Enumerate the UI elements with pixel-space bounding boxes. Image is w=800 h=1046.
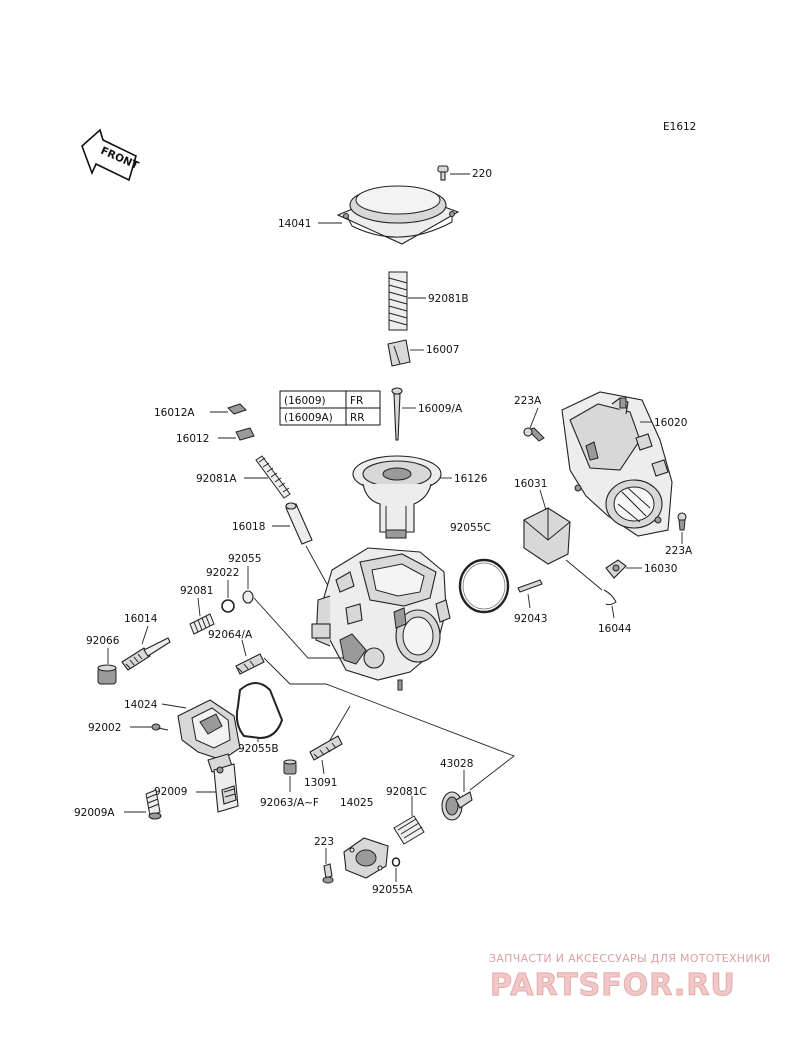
watermark-brand: PARTSFOR.RU <box>490 968 736 1003</box>
label-14041: 14041 <box>278 218 311 230</box>
carburetor-body <box>311 547 451 691</box>
spring-92081B <box>388 271 408 331</box>
label-92009: 92009 <box>154 786 187 798</box>
label-92043: 92043 <box>514 613 547 625</box>
label-92063AF: 92063/A~F <box>260 797 319 809</box>
rod-16018 <box>285 502 313 545</box>
variant-row-part: (16009) <box>284 395 326 407</box>
label-92064A: 92064/A <box>208 629 253 641</box>
label-92055A: 92055A <box>372 884 413 896</box>
label-16044: 16044 <box>598 623 632 635</box>
label-92081: 92081 <box>180 585 213 597</box>
label-13091: 13091 <box>304 777 337 789</box>
spring-92081 <box>189 613 215 635</box>
clip-16044 <box>603 589 617 606</box>
front-arrow-icon: FRONT <box>81 128 141 182</box>
label-16126: 16126 <box>454 473 488 485</box>
label-92055: 92055 <box>228 553 261 565</box>
label-223A-top: 223A <box>514 395 542 407</box>
label-16009A: 16009/A <box>418 403 463 415</box>
label-92009A: 92009A <box>74 807 115 819</box>
label-92055C: 92055C <box>450 522 491 534</box>
spring-92081C <box>393 815 425 845</box>
o-ring-92055C <box>458 558 510 614</box>
washer-92022 <box>221 599 235 613</box>
o-ring-92055 <box>242 590 254 604</box>
watermark: ЗАПЧАСТИ И АКСЕССУАРЫ ДЛЯ МОТОТЕХНИКИ PA… <box>489 952 771 1004</box>
diaphragm-slide-16126 <box>352 455 442 539</box>
pin-92043 <box>517 579 543 593</box>
label-92081B: 92081B <box>428 293 469 305</box>
cap-92066 <box>97 664 117 685</box>
label-223A-bottom: 223A <box>665 545 693 557</box>
variant-row-part: (16009A) <box>284 412 333 424</box>
screw-92002 <box>151 723 169 731</box>
valve-43028 <box>441 791 473 821</box>
variant-table: (16009) FR (16009A) RR <box>279 390 381 426</box>
plug-16012A <box>227 403 247 415</box>
o-ring-92055A <box>391 857 401 867</box>
label-92022: 92022 <box>206 567 239 579</box>
label-223: 223 <box>314 836 334 848</box>
label-92081A: 92081A <box>196 473 237 485</box>
label-92055B: 92055B <box>238 743 279 755</box>
label-16018: 16018 <box>232 521 265 533</box>
screw-13091 <box>309 735 343 761</box>
screw-16014 <box>121 637 171 671</box>
label-16007: 16007 <box>426 344 459 356</box>
screw-223 <box>322 863 334 884</box>
label-16014: 16014 <box>124 613 158 625</box>
screw-223A-top <box>523 427 545 442</box>
label-16020: 16020 <box>654 417 687 429</box>
label-16031: 16031 <box>514 478 547 490</box>
screw-220 <box>437 165 449 181</box>
label-14025: 14025 <box>340 797 373 809</box>
top-cover-14041 <box>336 185 460 245</box>
float-chamber-14024 <box>177 699 241 761</box>
label-16012: 16012 <box>176 433 209 445</box>
valve-16030 <box>605 559 627 579</box>
diagram-code: E1612 <box>663 121 696 133</box>
spring-92081A <box>255 455 291 499</box>
variant-row-position: RR <box>350 412 365 424</box>
label-16030: 16030 <box>644 563 677 575</box>
screw-92009A <box>145 789 162 820</box>
label-92002: 92002 <box>88 722 121 734</box>
clip-16007 <box>387 339 411 367</box>
label-16012A: 16012A <box>154 407 195 419</box>
label-220: 220 <box>472 168 492 180</box>
plug-16012 <box>235 427 255 441</box>
label-92066: 92066 <box>86 635 120 647</box>
screw-223A-bottom <box>677 512 687 531</box>
cap-16031 <box>523 507 571 565</box>
jet-92064A <box>235 653 265 675</box>
cover-14025 <box>343 837 389 879</box>
label-43028: 43028 <box>440 758 473 770</box>
watermark-tagline: ЗАПЧАСТИ И АКСЕССУАРЫ ДЛЯ МОТОТЕХНИКИ <box>489 952 771 965</box>
gasket-92009 <box>207 753 239 813</box>
variant-row-position: FR <box>350 395 363 407</box>
jet-92063 <box>283 759 297 775</box>
jet-needle-16009 <box>391 387 403 441</box>
gasket-92055B <box>235 682 284 740</box>
label-92081C: 92081C <box>386 786 427 798</box>
choke-housing-16020 <box>561 391 673 537</box>
label-14024: 14024 <box>124 699 158 711</box>
